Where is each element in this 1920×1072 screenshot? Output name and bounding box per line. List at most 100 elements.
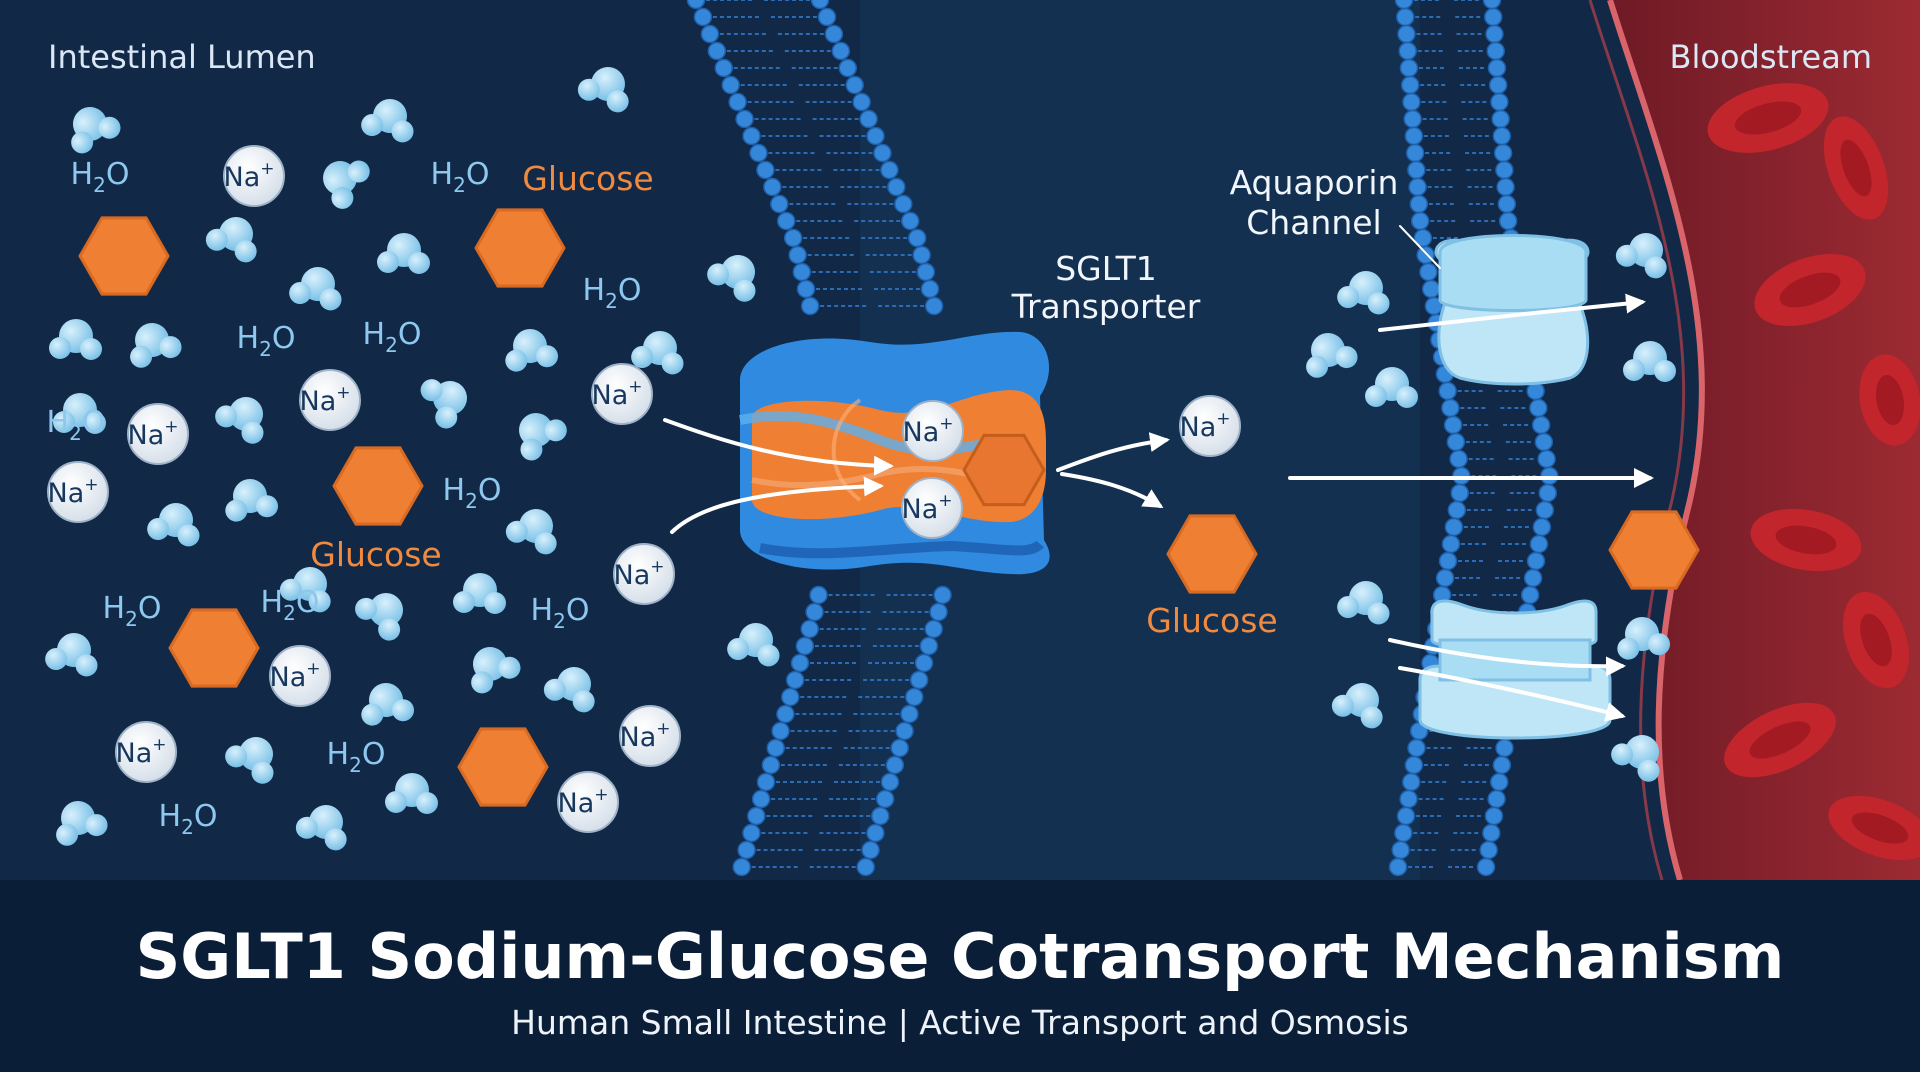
water-molecule-icon — [1615, 233, 1667, 279]
sodium-ion-icon: Na+ — [619, 705, 681, 767]
svg-text:Na+: Na+ — [620, 719, 671, 753]
sodium-ions: Na+ Na+ Na+ Na+ Na+ Na+ Na+ Na+ Na+ Na+ Na+ Na+ Na+ — [47, 145, 1241, 833]
svg-text:Na+: Na+ — [128, 417, 179, 451]
water-molecule-icon — [377, 233, 430, 274]
h2o-label: H2O — [237, 321, 296, 361]
sglt1-label-line1: SGLT1 — [1055, 249, 1157, 288]
water-molecule-icon — [1306, 333, 1358, 378]
glucose-label: Glucose — [522, 159, 653, 198]
h2o-label: H2O — [531, 593, 590, 633]
h2o-label: H2O — [103, 591, 162, 631]
h2o-label: H2O — [443, 473, 502, 513]
water-molecule-icon — [295, 805, 347, 851]
apical-membrane — [686, 0, 952, 877]
water-molecule-icon — [355, 593, 403, 641]
glucose-label: Glucose — [310, 535, 441, 574]
water-molecule-icon — [130, 323, 182, 368]
water-molecule-icon — [519, 413, 567, 461]
water-molecule-icon — [727, 623, 780, 667]
glucose-hexagon-icon — [332, 446, 424, 526]
water-molecule-icon — [453, 573, 506, 614]
footer-band — [0, 880, 1920, 1072]
water-molecule-icon — [225, 479, 279, 522]
red-blood-cell — [1750, 508, 1862, 572]
sodium-ion-icon: Na+ — [269, 645, 331, 707]
aquaporin-label-line2: Channel — [1246, 203, 1381, 242]
red-blood-cell — [1859, 354, 1920, 446]
water-molecule-icon — [71, 107, 121, 154]
arrow-icon — [1056, 432, 1170, 472]
water-molecule-icon — [56, 801, 108, 846]
red-blood-cell — [1724, 702, 1836, 778]
red-blood-cell — [1843, 591, 1909, 689]
water-molecule-icon — [361, 99, 414, 143]
h2o-label: H2O — [71, 157, 130, 197]
glucose-hexagon-icon — [457, 727, 549, 807]
water-molecule-icon — [1611, 735, 1660, 782]
svg-text:Na+: Na+ — [224, 159, 275, 193]
red-blood-cells — [1707, 83, 1920, 861]
water-molecule-icon — [577, 67, 629, 113]
svg-text:Na+: Na+ — [903, 414, 954, 448]
h2o-label: H2O — [261, 585, 320, 625]
sodium-ion-icon: Na+ — [299, 369, 361, 431]
blood-vessel — [1588, 0, 1920, 881]
arrow-icon — [670, 476, 884, 534]
svg-text:Na+: Na+ — [48, 475, 99, 509]
sodium-ion-icon: Na+ — [557, 771, 619, 833]
water-molecule-icon — [543, 667, 595, 713]
glucose-hexagon-icon — [168, 608, 260, 688]
water-molecule-icon — [385, 773, 438, 814]
water-molecule-icon — [505, 329, 559, 372]
sodium-ion-icon: Na+ — [115, 721, 177, 783]
bloodstream-label: Bloodstream — [1670, 38, 1872, 76]
water-molecule-icon — [1617, 617, 1671, 660]
glucose-label: Glucose — [1146, 601, 1277, 640]
sodium-ion-icon: Na+ — [47, 461, 109, 523]
h2o-label: H2O — [47, 405, 106, 445]
svg-text:Na+: Na+ — [116, 735, 167, 769]
water-molecule-icon — [707, 255, 756, 302]
sodium-ion-icon: Na+ — [1179, 395, 1241, 457]
water-molecule-icon — [1365, 367, 1418, 408]
water-molecule-icon — [45, 633, 98, 677]
sodium-ion-icon: Na+ — [223, 145, 285, 207]
red-blood-cell — [1823, 116, 1889, 220]
svg-text:Na+: Na+ — [614, 557, 665, 591]
svg-text:Na+: Na+ — [558, 785, 609, 819]
h2o-label: H2O — [583, 273, 642, 313]
svg-text:Na+: Na+ — [592, 377, 643, 411]
water-molecule-icon — [471, 647, 521, 694]
water-molecule-icon — [225, 737, 274, 784]
svg-text:Na+: Na+ — [270, 659, 321, 693]
red-blood-cell — [1828, 795, 1920, 861]
water-molecule-icon — [1337, 581, 1390, 625]
glucose-molecules — [78, 208, 1700, 807]
water-molecule-icon — [323, 160, 370, 209]
water-molecule-icon — [147, 503, 200, 547]
arrow-icon — [1060, 472, 1164, 509]
flow-arrows — [663, 225, 1654, 722]
glucose-hexagon-icon — [78, 216, 170, 296]
lumen-label: Intestinal Lumen — [48, 38, 316, 76]
glucose-hexagon-icon — [474, 208, 566, 288]
water-molecule-icon — [361, 683, 415, 726]
water-molecule-icon — [1331, 683, 1383, 729]
h2o-label: H2O — [159, 799, 218, 839]
water-molecule-icon — [289, 267, 342, 311]
aquaporin-leader-line — [1399, 225, 1441, 269]
diagram-subtitle: Human Small Intestine | Active Transport… — [511, 1003, 1409, 1042]
diagram-title: SGLT1 Sodium-Glucose Cotransport Mechani… — [136, 920, 1785, 993]
sglt1-label-line2: Transporter — [1011, 287, 1201, 326]
arrow-icon — [1378, 293, 1646, 332]
red-blood-cell — [1707, 83, 1829, 153]
arrow-icon — [1388, 638, 1626, 677]
water-molecule-icon — [631, 331, 684, 375]
svg-text:Na+: Na+ — [300, 383, 351, 417]
water-molecule-icon — [1337, 271, 1390, 315]
water-molecules — [45, 67, 1676, 851]
glucose-hexagon-icon — [962, 433, 1046, 507]
arrow-icon — [663, 418, 894, 476]
sodium-ion-icon: Na+ — [901, 477, 963, 539]
svg-text:Na+: Na+ — [902, 491, 953, 525]
